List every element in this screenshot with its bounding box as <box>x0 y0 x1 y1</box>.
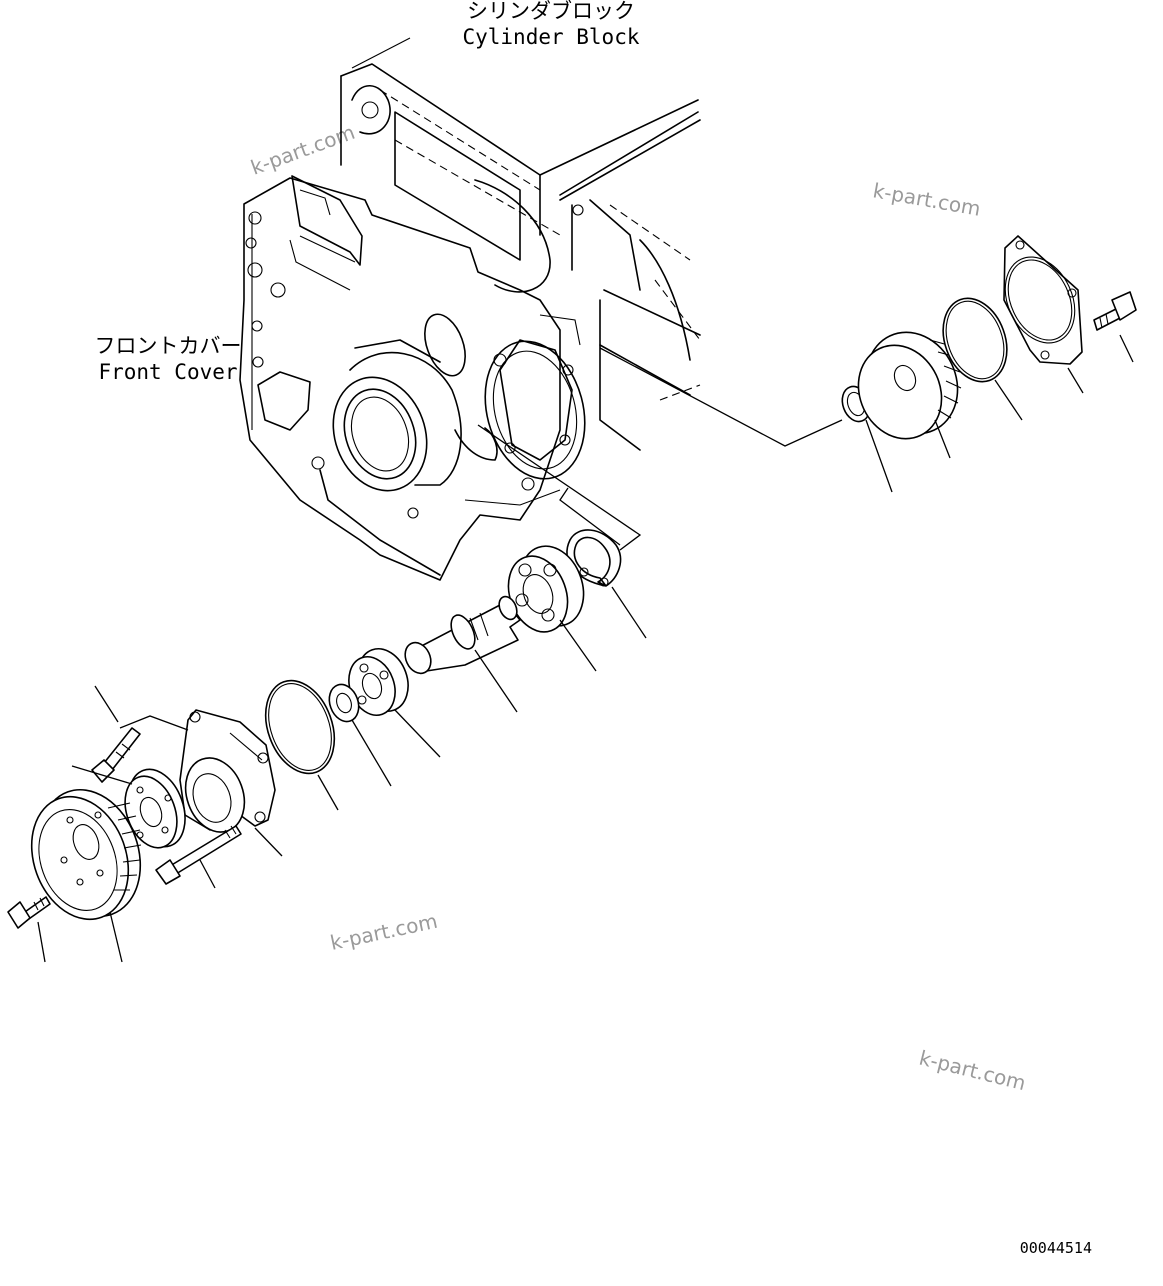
leader-line <box>477 424 642 551</box>
cylinder-block-label-en: Cylinder Block <box>462 25 639 49</box>
gear-icon <box>857 331 962 459</box>
engine-block-outline <box>239 37 701 581</box>
cover-plate-icon <box>1003 235 1084 394</box>
bolt-icon <box>91 685 141 783</box>
front-cover-label-jp: フロントカバー <box>95 334 242 358</box>
watermark: k-part.com <box>917 1046 1028 1096</box>
figure-number: 00044514 <box>1020 1239 1092 1257</box>
cylinder-block-label-jp: シリンダブロック <box>467 0 635 23</box>
bolt-icon <box>155 825 242 889</box>
snap-ring-icon <box>566 529 647 639</box>
watermark: k-part.com <box>328 909 440 955</box>
front-cover-label-en: Front Cover <box>98 360 237 384</box>
seal-icon <box>328 683 392 787</box>
bearing-icon <box>348 648 441 758</box>
o-ring-icon <box>264 679 339 811</box>
watermark: k-part.com <box>871 178 982 221</box>
shaft-icon <box>404 595 521 713</box>
leader-line <box>599 347 843 447</box>
bolt-icon <box>7 896 51 963</box>
bearing-icon <box>507 545 597 672</box>
o-ring-icon <box>942 297 1023 421</box>
pulley-icon <box>30 788 142 963</box>
leader-line <box>559 487 621 546</box>
hub-icon <box>71 765 186 849</box>
bolt-icon <box>1093 291 1137 363</box>
housing-icon <box>119 709 283 857</box>
